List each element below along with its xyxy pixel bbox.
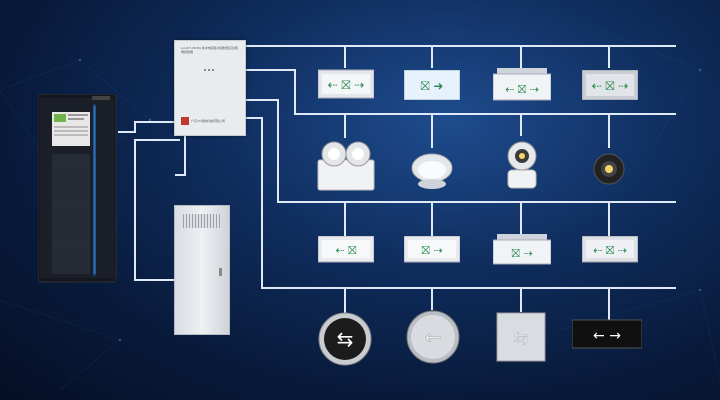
exit-sign-arrow-left-right-2: ⇠ ⛝ ⇢ xyxy=(582,236,638,263)
floor-indicator-round-black: ⇆ xyxy=(318,312,372,366)
floor-indicator-round-steel: ← xyxy=(406,310,460,364)
floor-indicator-square: ⇆ xyxy=(496,312,546,362)
exit-sign-hanging-lit: ⇠ ⛝ ⇢ xyxy=(493,68,551,101)
brand-name: 广东XX消防科技有限公司 xyxy=(191,119,226,123)
svg-text:←: ← xyxy=(425,325,442,349)
exit-sign-arrow-right-lit: ⛝ ➜ xyxy=(404,70,460,100)
svg-text:⛝ ➜: ⛝ ➜ xyxy=(420,79,443,93)
svg-text:⇠ ⛝: ⇠ ⛝ xyxy=(335,244,356,257)
exit-sign-arrow-right: ⛝ ⇢ xyxy=(404,236,460,263)
twin-head-emergency-light xyxy=(317,141,375,191)
svg-text:⇠ ⛝ ⇢: ⇠ ⛝ ⇢ xyxy=(592,79,629,93)
exit-sign-arrow-left-right: ⇠ ⛝ ⇢ xyxy=(318,69,374,99)
recessed-downlight xyxy=(411,153,453,189)
svg-text:← →: ← → xyxy=(593,328,621,344)
controller-panel: LH-JFT-J5FPH 集中电源集中控制型应急照明控制器 广东XX消防科技有限… xyxy=(174,40,246,136)
exit-sign-arrow-left-right-gray: ⇠ ⛝ ⇢ xyxy=(582,70,638,100)
svg-text:⇠ ⛝ ⇢: ⇠ ⛝ ⇢ xyxy=(328,78,365,92)
svg-text:⇠ ⛝ ⇢: ⇠ ⛝ ⇢ xyxy=(593,244,627,257)
svg-text:⇆: ⇆ xyxy=(513,328,528,349)
svg-text:⛝ ⇢: ⛝ ⇢ xyxy=(421,244,442,257)
round-spot-light-black xyxy=(593,153,625,185)
spot-light-white xyxy=(507,141,537,189)
svg-text:⇆: ⇆ xyxy=(337,327,354,351)
exit-sign-arrow-left: ⇠ ⛝ xyxy=(318,236,374,263)
svg-text:⛝ ⇢: ⛝ ⇢ xyxy=(511,247,532,260)
vent-grille xyxy=(183,214,221,228)
door-handle xyxy=(219,268,222,276)
floor-indicator-strip: ← → xyxy=(572,319,642,349)
svg-text:⇠ ⛝ ⇢: ⇠ ⛝ ⇢ xyxy=(505,83,539,96)
exit-sign-hanging: ⛝ ⇢ xyxy=(493,234,551,265)
control-cabinet xyxy=(38,94,117,283)
controller-title: LH-JFT-J5FPH 集中电源集中控制型应急照明控制器 xyxy=(181,46,238,54)
power-supply-cabinet xyxy=(174,205,230,335)
indicator-lights xyxy=(203,59,215,71)
brand-logo xyxy=(181,117,189,125)
